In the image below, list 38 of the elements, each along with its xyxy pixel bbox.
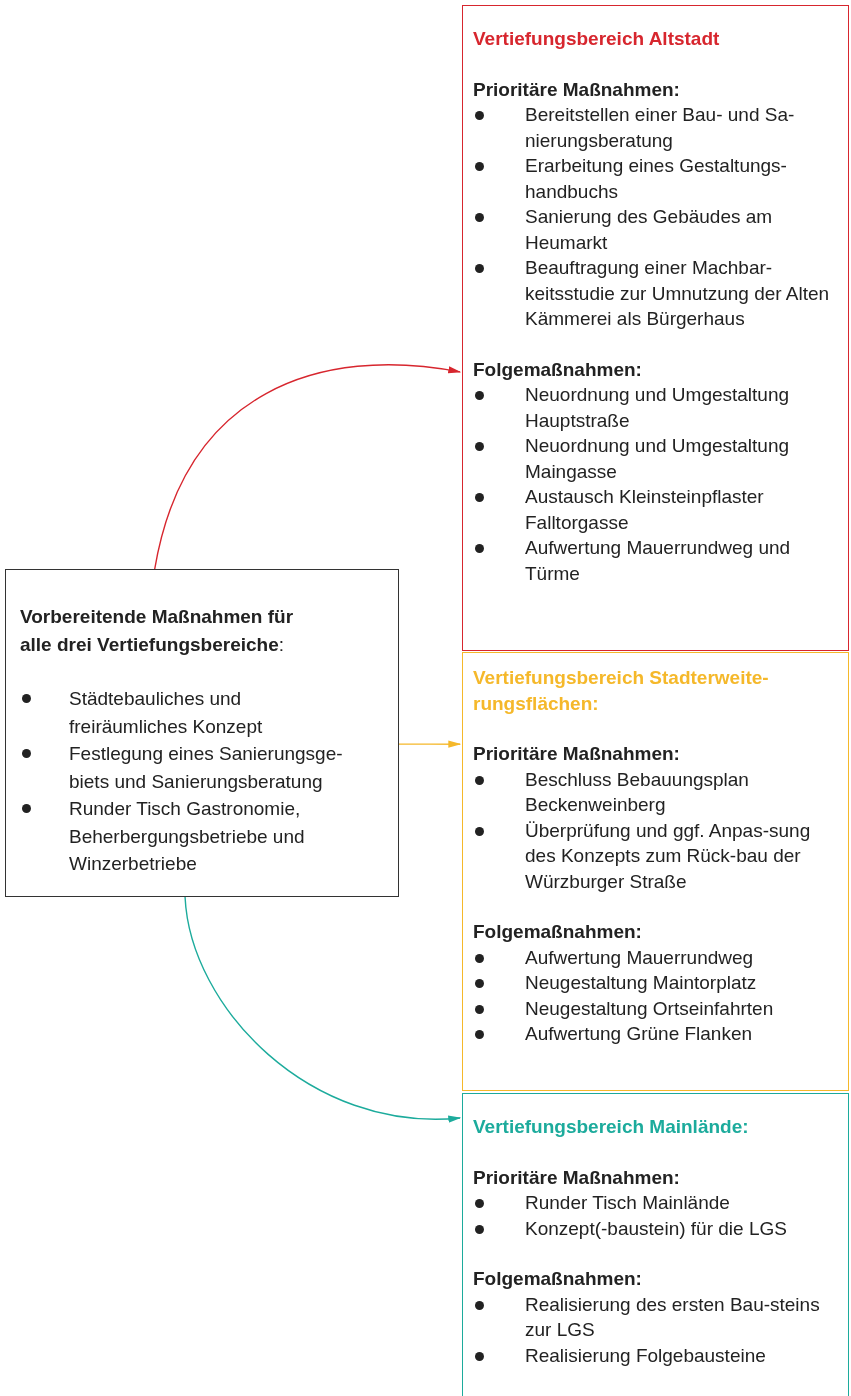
list-item: Aufwertung Grüne Flanken — [525, 1022, 754, 1046]
text-box — [462, 1093, 849, 1396]
list-item: Beschluss Bebauungsplan Beckenweinberg — [525, 767, 750, 817]
section-heading: Vorbereitende Maßnahmen für alle drei Vertiefungsbereiche: — [20, 605, 295, 657]
list-item: Städtebauliches und freiräumliches Konzept — [69, 687, 264, 739]
section-heading: Prioritäre Maßnahmen: — [473, 77, 681, 102]
list-item: Überprüfung und ggf. Anpas-sung des Konzepts zum Rück-bau der Würzburger Straße — [525, 818, 812, 894]
section-heading: Folgemaßnahmen: — [473, 1267, 643, 1291]
section-heading: Prioritäre Maßnahmen: — [473, 742, 681, 766]
list-item: Aufwertung Mauerrundweg — [525, 945, 755, 970]
arrow — [154, 364, 461, 570]
list-item: Bereitstellen einer Bau- und Sa-nierungsberatung — [525, 103, 796, 153]
section-title: Vertiefungsbereich Altstadt — [473, 27, 721, 51]
list-item: Erarbeitung eines Gestaltungs-handbuchs — [525, 154, 788, 204]
list-item: Neuordnung und Umgestaltung Maingasse — [525, 434, 791, 484]
list-item: Neugestaltung Ortseinfahrten — [525, 996, 775, 1021]
list-item: Runder Tisch Gastronomie, Beherbergungsbetriebe und Winzerbetriebe — [69, 797, 306, 876]
list-item: Neuordnung und Umgestaltung Hauptstraße — [525, 383, 791, 433]
section-heading: Folgemaßnahmen: — [473, 357, 643, 382]
arrow — [398, 740, 461, 748]
section-heading: Prioritäre Maßnahmen: — [473, 1165, 681, 1190]
list-item: Runder Tisch Mainlände — [525, 1191, 731, 1215]
list-item: Beauftragung einer Machbar-keitsstudie zur Umnutzung der Alten Kämmerei als Bürgerhaus — [525, 256, 831, 331]
text-box — [5, 569, 399, 897]
list-item: Realisierung des ersten Bau-steins zur LGS — [525, 1292, 821, 1342]
list-item: Sanierung des Gebäudes am Heumarkt — [525, 205, 774, 255]
text-box — [462, 5, 849, 651]
list-item: Neugestaltung Maintorplatz — [525, 971, 758, 995]
list-item: Konzept(-baustein) für die LGS — [525, 1216, 788, 1241]
section-title: Vertiefungsbereich Mainlände: — [473, 1115, 750, 1139]
list-item: Realisierung Folgebausteine — [525, 1343, 767, 1368]
text-box — [462, 652, 849, 1091]
section-heading: Folgemaßnahmen: — [473, 920, 643, 944]
section-title: Vertiefungsbereich Stadterweite-rungsflächen: — [473, 666, 770, 716]
list-item: Aufwertung Mauerrundweg und Türme — [525, 536, 792, 586]
list-item: Austausch Kleinsteinpflaster Falltorgasse — [525, 485, 765, 535]
arrow — [184, 896, 461, 1122]
list-item: Festlegung eines Sanierungsge-biets und Sanierungsberatung — [69, 742, 344, 794]
